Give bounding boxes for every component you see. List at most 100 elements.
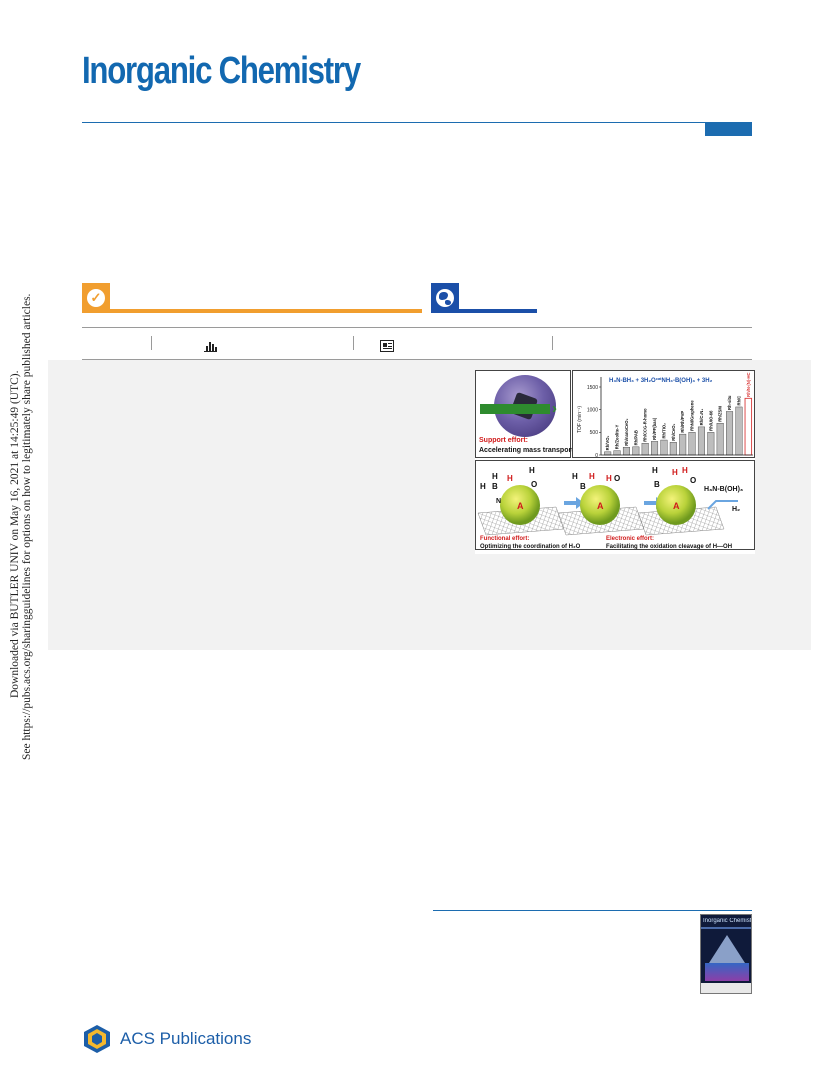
atom-label: N: [496, 498, 501, 505]
y-tick-label: 1000: [587, 407, 598, 413]
product-label: H₃N-B(OH)₃: [704, 486, 743, 493]
header-tab: [705, 123, 752, 136]
support-effort-panel: › › › Support effort: Accelerating mass …: [475, 370, 574, 458]
particle-label: A: [673, 501, 680, 511]
bar-chart-icon[interactable]: [204, 340, 217, 352]
chevron-right-icon: ›: [543, 400, 548, 417]
metrics-separator: [151, 336, 152, 350]
mechanism-step-3: A H B H H O H₃N-B(OH)₃ H₂: [637, 466, 743, 536]
category-label: RhNi/Graphene: [690, 400, 695, 431]
category-label: Rh/C: [736, 396, 741, 406]
atom-label: H: [606, 474, 612, 483]
cover-band: [701, 927, 751, 929]
bar: [660, 439, 668, 456]
bar: [613, 450, 621, 456]
category-label: Rh/C₃N₄: [699, 409, 704, 426]
functional-effort-desc: Optimizing the coordination of H₂O: [480, 544, 581, 550]
category-label: Rh/PAB: [633, 430, 638, 445]
electronic-effort-label: Electronic effort:: [606, 536, 654, 542]
y-tick-label: 500: [590, 430, 599, 436]
cover-rule: [433, 910, 752, 911]
y-axis-label: TOF (min⁻¹): [577, 406, 583, 433]
category-label: Rh/VO₂: [605, 436, 610, 451]
atom-label: H: [572, 472, 578, 481]
download-notice: Downloaded via BUTLER UNIV on May 16, 20…: [0, 0, 48, 1091]
functional-effort-label: Functional effort:: [480, 536, 529, 542]
bar: [679, 433, 687, 456]
category-label: Rh/CCG-R-homo: [643, 408, 648, 442]
bar: [688, 432, 696, 456]
download-notice-line1: Downloaded via BUTLER UNIV on May 16, 20…: [9, 370, 21, 699]
header-rule: [82, 122, 752, 123]
atom-label: H: [480, 482, 486, 491]
reaction-equation: H₃N-BH₃ + 3H₂OcatNH₃-B(OH)₃ + 3H₂: [609, 376, 713, 384]
atom-label: H: [672, 468, 678, 477]
atom-label: H: [589, 472, 595, 481]
open-access-badge: ✓: [82, 283, 110, 313]
bar: [641, 443, 649, 456]
category-label: Rh-situ: [727, 395, 732, 410]
bar: [735, 406, 743, 456]
download-notice-line2[interactable]: See https://pubs.acs.org/sharingguidelin…: [21, 293, 33, 760]
particle-label: A: [517, 501, 524, 511]
publisher-name: ACS Publications: [120, 1029, 252, 1048]
bar: [669, 442, 677, 456]
acs-hexagon-icon: [84, 1025, 110, 1053]
support-effort-desc: Accelerating mass transport: [479, 447, 574, 454]
category-label: Rh/Rh/PVP: [680, 411, 685, 433]
acs-publications-logo[interactable]: ACS Publications: [82, 1024, 251, 1054]
atom-label: B: [492, 482, 498, 491]
check-circle-icon: ✓: [87, 289, 105, 307]
open-access-line: [110, 309, 422, 313]
product-label: H₂: [732, 506, 740, 513]
atom-label: H: [682, 466, 688, 475]
world-access-badge: [431, 283, 459, 313]
bar: [716, 423, 724, 456]
category-label: Rh/CeO₂: [671, 423, 676, 440]
metrics-separator: [552, 336, 553, 350]
bar: [604, 451, 612, 456]
catalyst-particle: [656, 485, 696, 525]
arrow-right-icon: [564, 497, 584, 509]
world-access-bar: [431, 283, 537, 313]
bar: [632, 446, 640, 456]
category-label: Rh/N-(N)-HC: [746, 372, 751, 396]
bar: [651, 441, 659, 456]
atom-label: O: [690, 476, 696, 485]
bar: [744, 397, 753, 456]
bar: [697, 426, 705, 456]
category-label: Rh/ZSM: [718, 406, 723, 422]
cover-art: [709, 935, 745, 963]
atom-label: H: [492, 472, 498, 481]
journal-title: Inorganic Chemistry: [82, 50, 361, 92]
metrics-rule-top: [82, 327, 752, 328]
cover-title: Inorganic Chemistry: [703, 918, 751, 924]
chevron-right-icon: ›: [552, 400, 557, 417]
atom-label: B: [654, 480, 660, 489]
tof-chart-panel: H₃N-BH₃ + 3H₂OcatNH₃-B(OH)₃ + 3H₂ TOF (m…: [572, 370, 755, 458]
atom-label: O: [531, 480, 537, 489]
world-access-line: [459, 309, 537, 313]
atom-label: H: [529, 466, 535, 475]
catalyst-particle: [500, 485, 540, 525]
bar: [707, 432, 715, 456]
y-tick-label: 0: [595, 453, 598, 458]
y-tick-label: 1500: [587, 385, 598, 391]
mechanism-scheme: A H H B N H H O A H B H H O: [477, 466, 743, 550]
cover-art-base: [705, 963, 749, 981]
bar: [726, 411, 734, 456]
metrics-rule-bottom: [82, 359, 752, 360]
article-icon[interactable]: [380, 340, 394, 352]
mechanism-step-2: A H B H H O: [557, 472, 645, 536]
metrics-separator: [353, 336, 354, 350]
atom-label: H: [652, 466, 658, 475]
particle-label: A: [597, 501, 604, 511]
category-label: Rh/UiO-66: [708, 410, 713, 431]
release-arrow: [707, 500, 738, 510]
atom-label: O: [614, 474, 620, 483]
bar: [622, 447, 630, 456]
tof-chart: H₃N-BH₃ + 3H₂OcatNH₃-B(OH)₃ + 3H₂ TOF (m…: [577, 372, 753, 458]
cover-footer: [701, 983, 751, 993]
journal-cover[interactable]: Inorganic Chemistry: [700, 914, 752, 994]
category-label: Rh/nanoCeO₂: [624, 418, 629, 445]
